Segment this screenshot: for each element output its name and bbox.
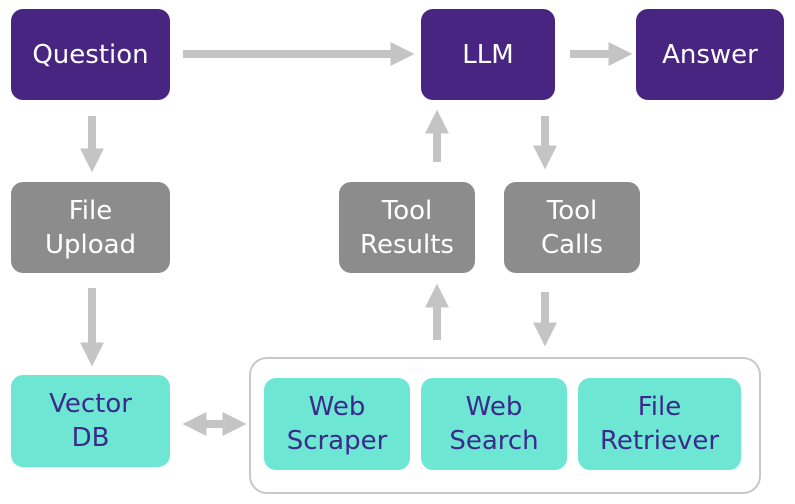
llm-node: LLM — [421, 9, 555, 100]
web-search-node: Web Search — [421, 378, 567, 470]
tools-group — [249, 357, 761, 494]
tool-results-label: Tool Results — [360, 195, 454, 260]
tool-calls-label: Tool Calls — [540, 195, 604, 260]
vector-db-label: Vector DB — [49, 389, 132, 453]
tool-calls-node: Tool Calls — [504, 182, 640, 273]
web-search-label: Web Search — [449, 392, 539, 456]
web-scraper-node: Web Scraper — [264, 378, 410, 470]
web-scraper-label: Web Scraper — [286, 392, 388, 456]
file-upload-node: File Upload — [11, 182, 170, 273]
file-upload-label: File Upload — [44, 195, 137, 260]
tool-results-node: Tool Results — [339, 182, 475, 273]
vector-db-node: Vector DB — [11, 375, 170, 467]
answer-label: Answer — [662, 39, 758, 70]
file-retriever-label: File Retriever — [599, 392, 720, 456]
file-retriever-node: File Retriever — [578, 378, 741, 470]
question-node: Question — [11, 9, 170, 100]
llm-label: LLM — [462, 39, 514, 70]
answer-node: Answer — [636, 9, 784, 100]
question-label: Question — [32, 39, 149, 70]
